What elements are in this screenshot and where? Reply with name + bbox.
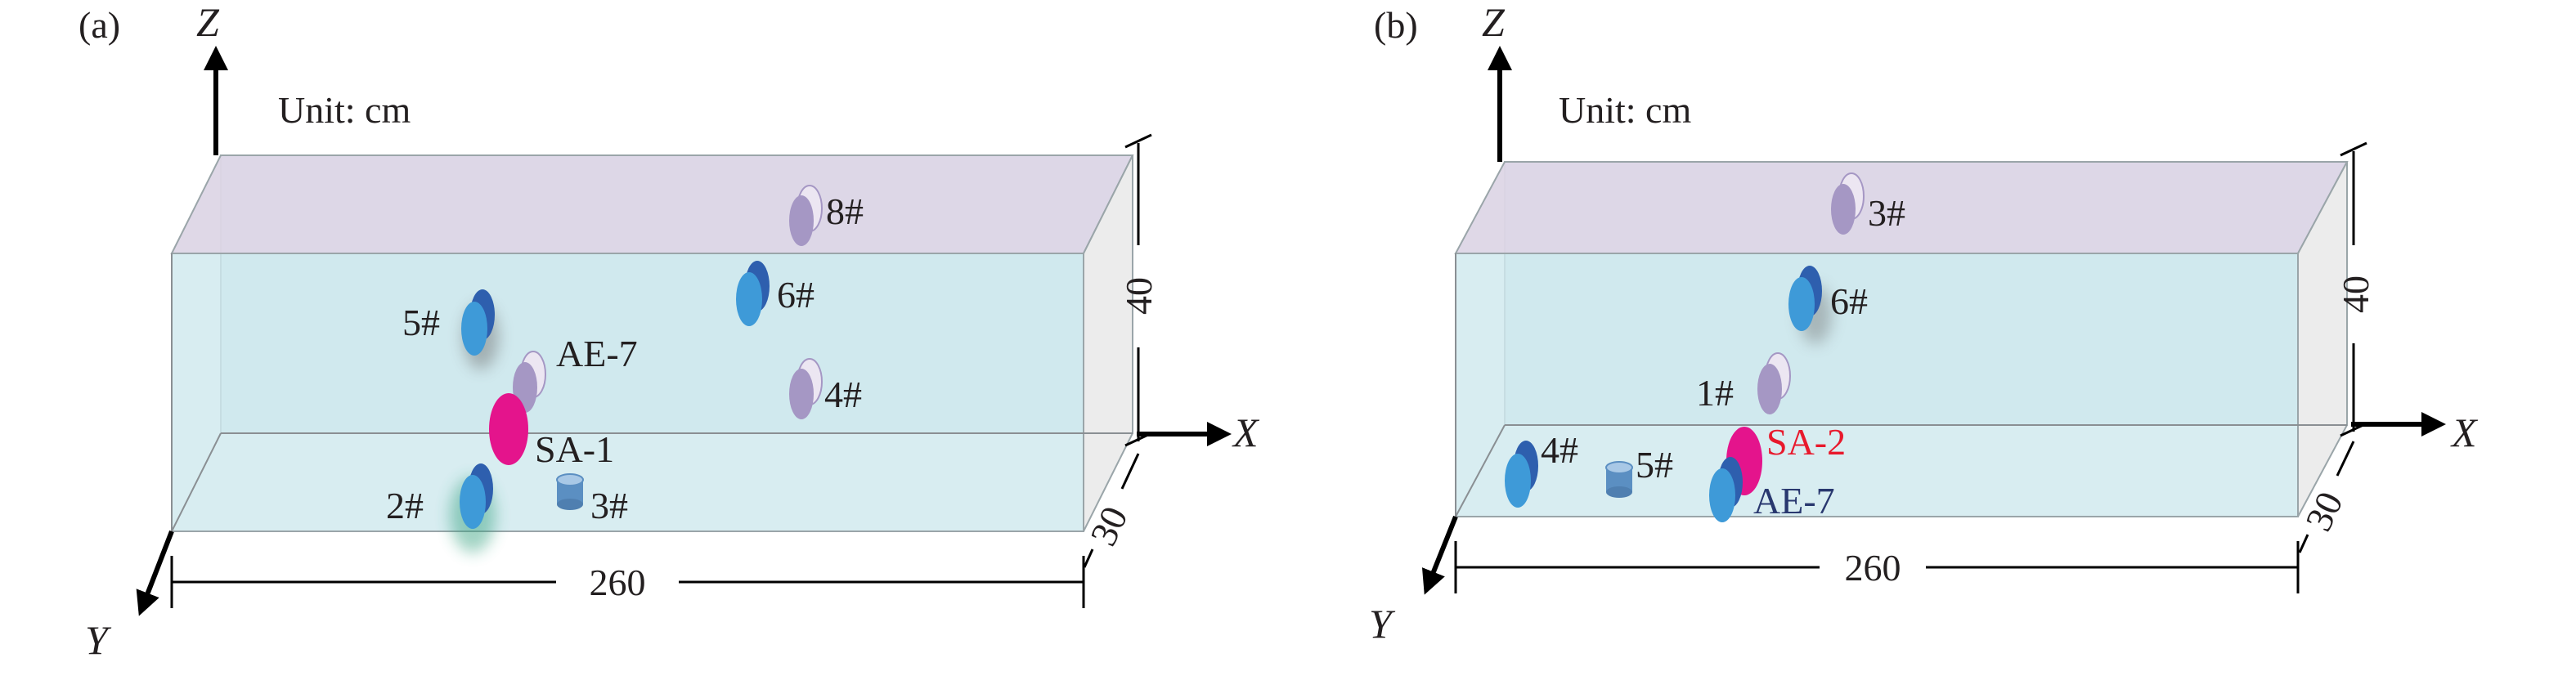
sensor-disc	[789, 369, 814, 419]
sensor-disc	[460, 475, 486, 529]
sensor-disc	[1757, 364, 1782, 414]
marker-label: SA-2	[1766, 421, 1846, 463]
length-dim: 260	[590, 562, 646, 603]
marker-label: 4#	[1541, 429, 1578, 471]
axes: Z Y X	[1369, 0, 2479, 647]
hidden-edge	[1455, 424, 1506, 517]
panel-a: (a) Z Y X Unit: cm 260	[79, 0, 1260, 663]
axes: Z Y X	[85, 0, 1260, 663]
block-model	[170, 154, 1134, 532]
sensor-6: 6#	[1788, 266, 1868, 344]
marker-label: 3#	[590, 485, 628, 526]
cylinder-5: 5#	[1605, 444, 1673, 498]
z-axis-label: Z	[1482, 0, 1506, 45]
panel-label: (b)	[1374, 4, 1418, 46]
depth-dim-line	[1120, 453, 1140, 490]
marker-label: 8#	[826, 190, 864, 232]
unit-label: Unit: cm	[278, 89, 411, 131]
z-axis-label: Z	[196, 0, 220, 45]
dim-tick	[1124, 432, 1152, 447]
marker-label: 6#	[1830, 280, 1868, 322]
block-model	[1454, 161, 2349, 517]
x-axis-label: X	[2450, 410, 2479, 455]
marker-label: AE-7	[1753, 480, 1835, 522]
depth-dim-line	[1083, 548, 1094, 568]
top-face	[170, 154, 1134, 254]
sensor-disc	[1831, 184, 1856, 235]
dim-tick	[1124, 133, 1152, 149]
marker-label: 5#	[1636, 444, 1673, 486]
marker-label: 6#	[777, 274, 815, 316]
markers: 8# 6# 5# AE-7	[386, 185, 864, 553]
sensor-disc	[1505, 454, 1531, 508]
markers: 3# 6# 1# 4#	[1505, 172, 1905, 522]
marker-label: 1#	[1696, 372, 1734, 414]
sensor-8: 8#	[789, 185, 864, 246]
marker-label: 4#	[824, 374, 862, 415]
source-disc	[489, 393, 528, 465]
y-axis-label: Y	[1369, 601, 1396, 647]
sensor-disc	[1709, 468, 1735, 522]
dim-tick	[2340, 141, 2367, 157]
x-axis-label: X	[1232, 410, 1260, 455]
sensor-5: 5#	[402, 289, 499, 369]
y-axis-arrow	[136, 530, 174, 616]
hidden-edge	[171, 432, 222, 532]
sensor-6: 6#	[736, 261, 815, 326]
marker-label: 3#	[1868, 192, 1905, 234]
length-dim: 260	[1845, 547, 1901, 589]
panel-label: (a)	[79, 4, 120, 46]
cylinder-top	[556, 473, 584, 486]
sensor-1: 1#	[1696, 352, 1791, 414]
y-axis-label: Y	[85, 617, 112, 663]
height-dim: 40	[2335, 275, 2376, 313]
sensor-2: 2#	[386, 463, 496, 553]
cylinder-top	[1605, 461, 1633, 474]
source-sa2: SA-2	[1726, 421, 1846, 495]
sensor-4: 4#	[789, 358, 862, 419]
unit-label: Unit: cm	[1559, 89, 1691, 131]
cylinder-base	[1606, 486, 1632, 498]
y-axis-arrow	[1421, 515, 1458, 595]
sensor-disc	[736, 272, 762, 326]
sensor-disc	[789, 195, 814, 246]
panel-b: (b) Z Y X Unit: cm 260	[1369, 0, 2479, 647]
marker-label: 5#	[402, 302, 440, 343]
sensor-3: 3#	[1831, 172, 1905, 235]
cylinder-base	[557, 499, 583, 510]
height-dim: 40	[1118, 277, 1160, 315]
marker-label: AE-7	[556, 333, 638, 374]
front-face	[1455, 253, 2299, 517]
depth-dim-line	[2336, 441, 2355, 477]
sensor-disc	[1788, 277, 1815, 331]
sensor-disc	[461, 302, 487, 356]
depth-dim-line	[2298, 534, 2309, 553]
dim-tick	[2340, 422, 2367, 437]
cylinder-3: 3#	[556, 473, 628, 526]
source-sa1: SA-1	[489, 393, 614, 470]
sensor-4: 4#	[1505, 429, 1578, 508]
marker-label: SA-1	[535, 428, 614, 470]
sensor-ae7: AE-7	[1709, 457, 1835, 522]
marker-label: 2#	[386, 485, 424, 526]
